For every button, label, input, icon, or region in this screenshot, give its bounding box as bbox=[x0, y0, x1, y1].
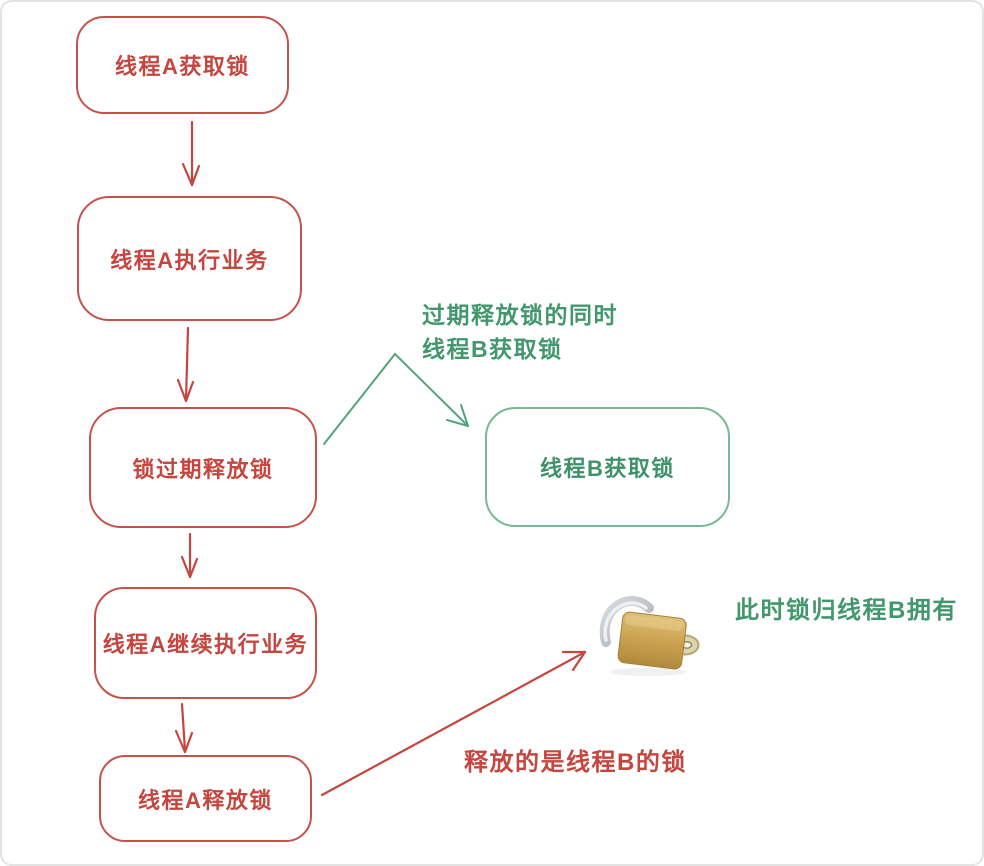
arrow-continue-to-release bbox=[174, 702, 194, 754]
arrow-expire-to-continue bbox=[180, 532, 199, 579]
annotation-released-thread-b-lock: 释放的是线程B的锁 bbox=[464, 749, 687, 776]
padlock-icon bbox=[599, 595, 700, 676]
node-label: 线程A释放锁 bbox=[138, 787, 273, 813]
node-label: 线程A继续执行业务 bbox=[102, 632, 309, 657]
node-thread-a-release-lock: 线程A释放锁 bbox=[99, 755, 312, 842]
annotation-lock-owned-by-thread-b: 此时锁归线程B拥有 bbox=[735, 597, 958, 624]
node-thread-a-acquire-lock: 线程A获取锁 bbox=[76, 16, 289, 114]
node-label: 线程A获取锁 bbox=[115, 54, 250, 79]
node-thread-b-acquire-lock: 线程B获取锁 bbox=[485, 407, 730, 527]
padlock-body bbox=[617, 611, 687, 670]
node-label: 线程B获取锁 bbox=[540, 456, 675, 481]
node-thread-a-continue-business: 线程A继续执行业务 bbox=[94, 587, 317, 699]
arrow-a-execute-to-expire bbox=[176, 326, 195, 403]
padlock-shadow bbox=[610, 668, 686, 676]
node-label: 线程A执行业务 bbox=[110, 247, 269, 273]
node-thread-a-execute-business: 线程A执行业务 bbox=[77, 196, 302, 321]
node-lock-expire-release: 锁过期释放锁 bbox=[89, 407, 317, 528]
arrow-expire-to-b-acquire bbox=[323, 352, 469, 445]
annotation-line: 线程B获取锁 bbox=[422, 336, 563, 362]
arrow-a-acquire-to-execute bbox=[181, 120, 201, 187]
annotation-expire-and-b-acquire: 过期释放锁的同时 线程B获取锁 bbox=[422, 298, 618, 366]
node-label: 锁过期释放锁 bbox=[132, 456, 274, 482]
annotation-line: 过期释放锁的同时 bbox=[422, 302, 618, 328]
